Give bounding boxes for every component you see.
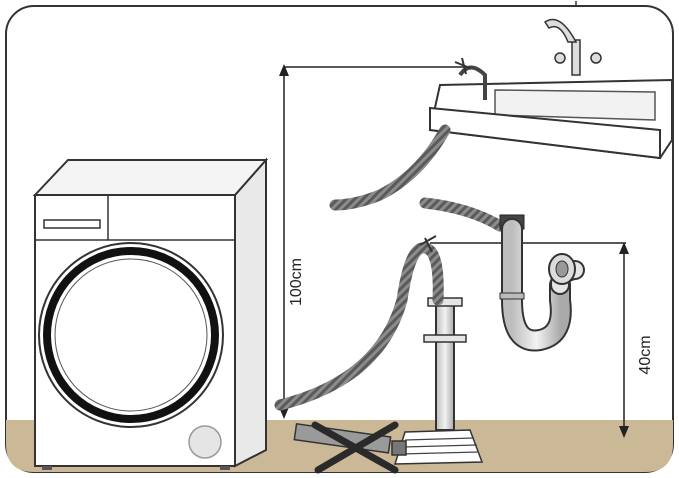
- drain-hose-to-standpipe: [274, 242, 444, 411]
- standpipe: [393, 297, 484, 465]
- filter-cover: [188, 425, 222, 459]
- dimension-100cm: 100cm: [279, 64, 470, 419]
- label-100cm: 100cm: [288, 258, 305, 306]
- hose-tie: [419, 235, 437, 253]
- detergent-drawer: [43, 219, 101, 229]
- siphon-trap: [419, 197, 585, 352]
- faucet-icon: [543, 1, 602, 76]
- washing-machine: [32, 157, 269, 470]
- sink-hose-hook: [458, 65, 487, 100]
- label-40cm: 40cm: [637, 335, 654, 374]
- drain-hose-to-sink: [329, 124, 451, 211]
- cross-icon: [311, 421, 399, 474]
- dimension-40cm: 40cm: [430, 242, 654, 438]
- sink: [428, 1, 673, 160]
